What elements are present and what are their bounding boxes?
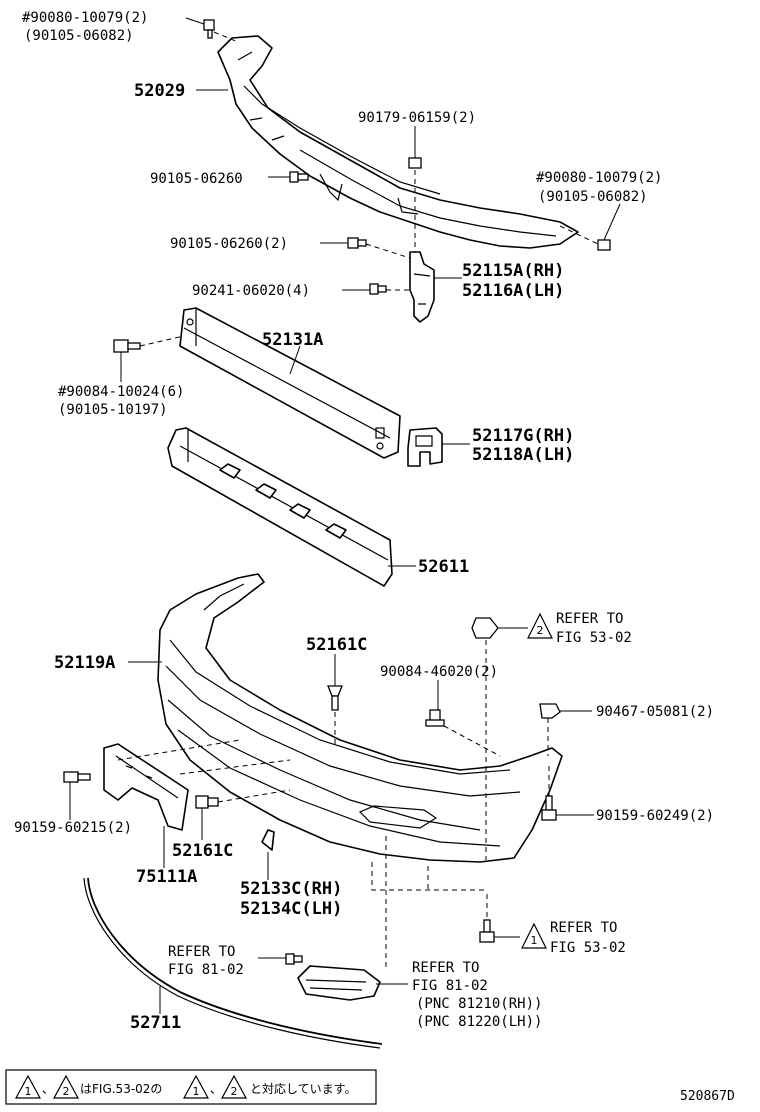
bolt-90105-06260-2 [347,237,367,249]
label-52711: 52711 [130,1013,181,1033]
label-52117G: 52117G(RH) [472,426,574,446]
label-52116A: 52116A(LH) [462,281,564,301]
label-52134C: 52134C(LH) [240,899,342,919]
screw-90159-60215 [63,771,91,783]
label-pnc-81220: (PNC 81220(LH)) [416,1014,542,1030]
svg-text:と対応しています。: と対応しています。 [250,1082,356,1096]
label-refer-to-81-right: REFER TO [412,960,479,976]
label-fig-53-02-upper: FIG 53-02 [556,630,632,646]
label-52611: 52611 [418,557,469,577]
clip-90467 [539,703,561,719]
svg-text:、: 、 [42,1082,54,1096]
label-fig-81-02-left: FIG 81-02 [168,962,244,978]
label-90159-60215: 90159-60215(2) [14,820,132,836]
label-90467-05081: 90467-05081(2) [596,704,714,720]
svg-text:1: 1 [25,1085,32,1098]
diagram-code: 520867D [680,1089,735,1104]
svg-text:2: 2 [231,1085,238,1098]
svg-text:2: 2 [63,1085,70,1098]
clip-52161C-upper [327,685,343,711]
label-fig-53-02-lower: FIG 53-02 [550,940,626,956]
absorber-52611 [167,427,393,587]
label-90105-06082-top: (90105-06082) [24,28,134,44]
molding-52711 [83,877,383,1049]
label-fig-81-02-right: FIG 81-02 [412,978,488,994]
svg-text:、: 、 [210,1082,222,1096]
seal-52133C [261,829,275,851]
label-90084-10024: #90084-10024(6) [58,384,184,400]
screw-refer-53-lower [479,919,495,943]
label-90179-06159: 90179-06159(2) [358,110,476,126]
bumper-cover-52119A [157,573,563,863]
nut-90179 [408,157,422,169]
bracket-52115A [409,251,435,323]
label-52161C-lower: 52161C [172,841,233,861]
clip-refer-53-upper [471,617,499,639]
label-52115A: 52115A(RH) [462,261,564,281]
reinforcement-52131A [179,307,401,459]
label-90080-10079-right: #90080-10079(2) [536,170,662,186]
nut-90084-46020 [425,709,445,727]
bracket-75111A [103,743,189,831]
label-52118A: 52118A(LH) [472,445,574,465]
label-90241-06020: 90241-06020(4) [192,283,310,299]
label-52029: 52029 [134,81,185,101]
screw-fog-lamp [285,953,303,965]
label-90159-60249: 90159-60249(2) [596,808,714,824]
clip-52161C-lower [195,795,219,809]
bracket-52117G [407,427,443,467]
retainer-52029 [217,35,579,249]
label-75111A: 75111A [136,867,197,887]
label-90084-46020: 90084-46020(2) [380,664,498,680]
svg-text:1: 1 [531,934,538,947]
svg-text:2: 2 [537,624,544,637]
svg-text:はFIG.53-02の: はFIG.53-02の [80,1082,162,1096]
label-52131A: 52131A [262,330,323,350]
triangle-ref-1: 1 [521,922,547,949]
svg-text:1: 1 [193,1085,200,1098]
label-refer-to-81-left: REFER TO [168,944,235,960]
label-52119A: 52119A [54,653,115,673]
label-refer-to-53-lower: REFER TO [550,920,617,936]
triangle-ref-2: 2 [527,612,553,639]
label-90105-06082-right: (90105-06082) [538,189,648,205]
fog-lamp [297,965,381,1001]
bolt-right-90080 [597,239,611,251]
label-90080-10079-top: #90080-10079(2) [22,10,148,26]
bolt-90084-10024 [113,339,141,353]
label-52133C: 52133C(RH) [240,879,342,899]
note-box: 1 、 2 はFIG.53-02の 1 、 2 と対応しています。 [5,1069,377,1105]
bolt-90105-06260 [289,171,309,183]
label-52161C-upper: 52161C [306,635,367,655]
bolt-90241 [369,283,387,295]
label-90105-10197: (90105-10197) [58,402,168,418]
label-pnc-81210: (PNC 81210(RH)) [416,996,542,1012]
label-90105-06260-2: 90105-06260(2) [170,236,288,252]
label-refer-to-53-upper: REFER TO [556,611,623,627]
bolt-top-left [203,19,215,39]
label-90105-06260: 90105-06260 [150,171,243,187]
